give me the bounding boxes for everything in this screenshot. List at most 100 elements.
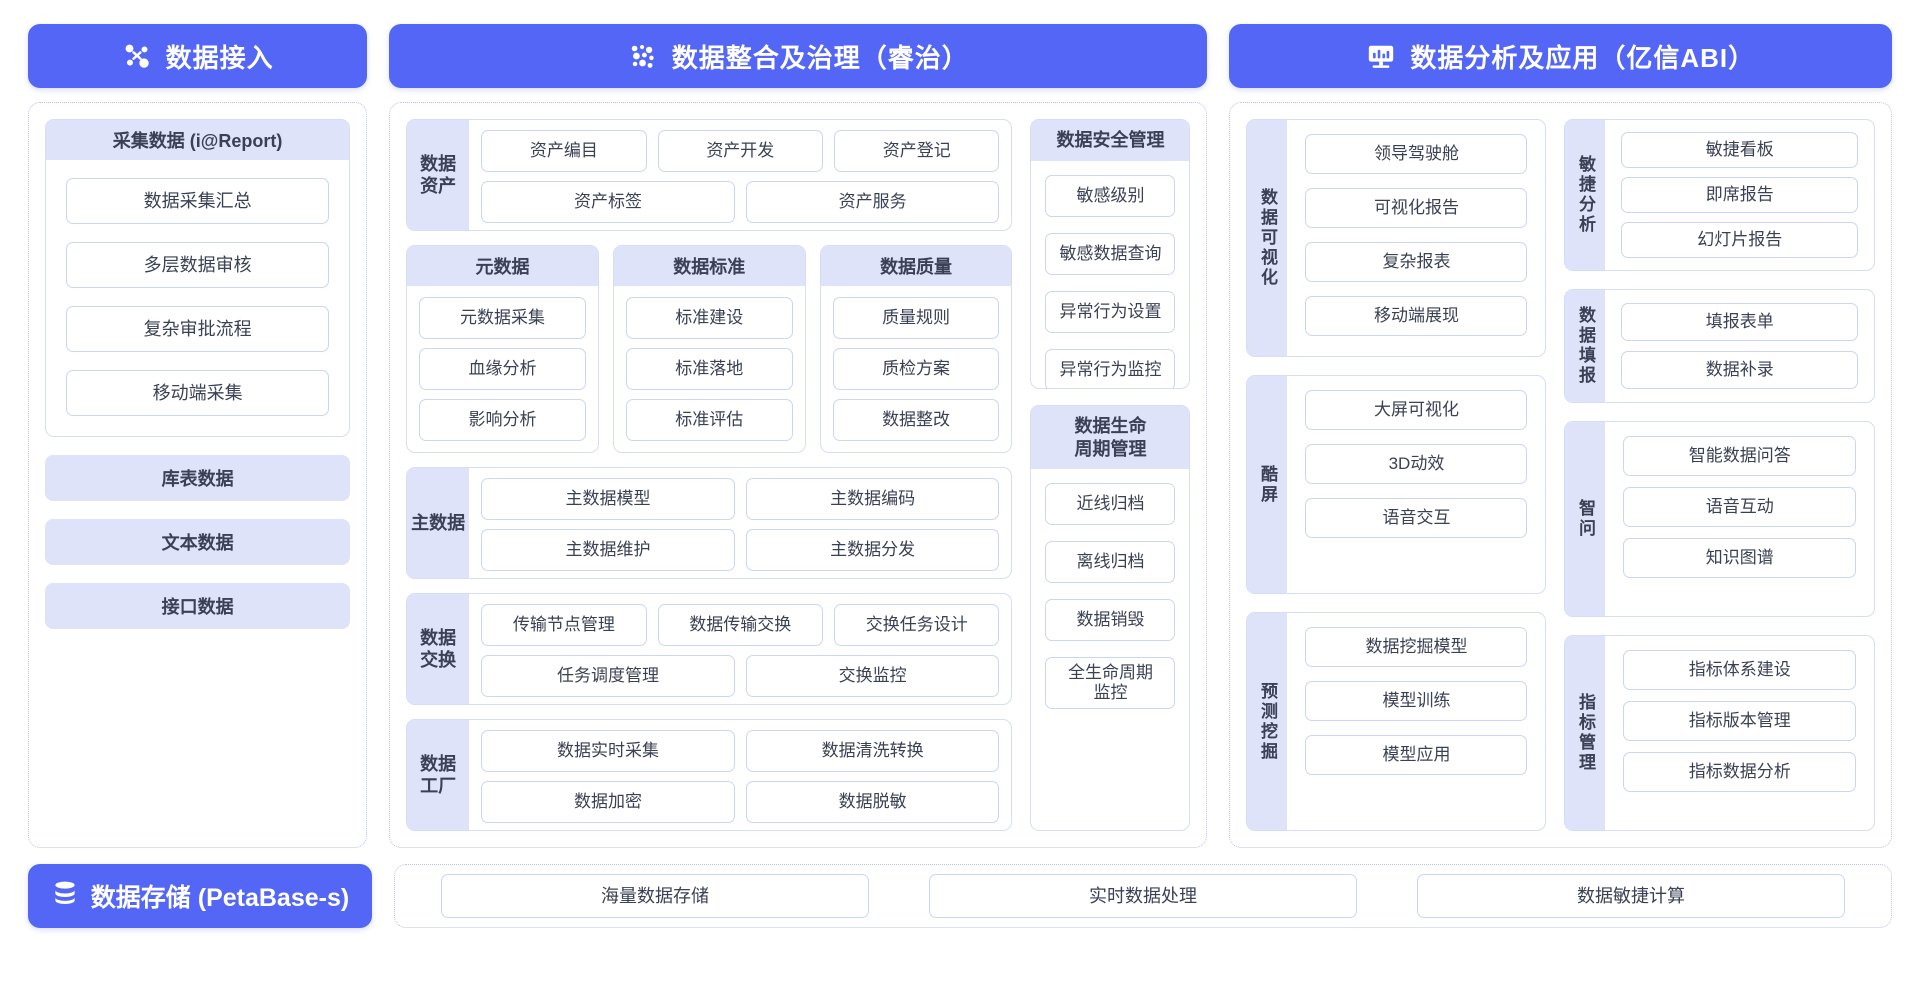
smart-qa-item[interactable]: 智能数据问答 [1623, 436, 1856, 476]
capture-item[interactable]: 复杂审批流程 [66, 306, 330, 352]
smart-qa-item[interactable]: 语音互动 [1623, 487, 1856, 527]
factory-item[interactable]: 数据实时采集 [481, 730, 735, 772]
lifecycle-item[interactable]: 数据销毁 [1045, 599, 1176, 641]
card-indicator-management: 指标管理 指标体系建设 指标版本管理 指标数据分析 [1564, 635, 1875, 831]
database-stack-icon [51, 879, 79, 914]
smart-qa-item[interactable]: 知识图谱 [1623, 538, 1856, 578]
card-data-security: 数据安全管理 敏感级别 敏感数据查询 异常行为设置 异常行为监控 [1030, 119, 1191, 389]
data-dots-icon [628, 41, 658, 71]
exchange-item[interactable]: 任务调度管理 [481, 655, 735, 697]
card-agile-analysis: 敏捷分析 敏捷看板 即席报告 幻灯片报告 [1564, 119, 1875, 271]
indicator-item[interactable]: 指标数据分析 [1623, 752, 1856, 792]
mining-item[interactable]: 数据挖掘模型 [1305, 627, 1528, 667]
ingest-band-table-data[interactable]: 库表数据 [45, 455, 351, 501]
mining-item[interactable]: 模型训练 [1305, 681, 1528, 721]
visualization-item[interactable]: 领导驾驶舱 [1305, 134, 1528, 174]
capture-data-card: 采集数据 (i@Report) 数据采集汇总 多层数据审核 复杂审批流程 移动端… [45, 119, 351, 437]
visualization-item[interactable]: 复杂报表 [1305, 242, 1528, 282]
cool-screen-item[interactable]: 语音交互 [1305, 498, 1528, 538]
standard-item[interactable]: 标准落地 [625, 348, 793, 390]
card-label: 指标管理 [1565, 636, 1606, 830]
column-data-ingest: 数据接入 采集数据 (i@Report) 数据采集汇总 多层数据审核 复杂审批流… [28, 24, 368, 848]
filling-item[interactable]: 数据补录 [1621, 351, 1858, 389]
asset-item[interactable]: 资产服务 [745, 181, 1000, 223]
card-metadata: 元数据 元数据采集 血缘分析 影响分析 [406, 245, 599, 453]
quality-item[interactable]: 质检方案 [832, 348, 1000, 390]
card-title: 数据质量 [820, 246, 1012, 286]
standard-item[interactable]: 标准评估 [625, 399, 793, 441]
storage-item[interactable]: 实时数据处理 [929, 874, 1357, 918]
master-item[interactable]: 主数据模型 [481, 478, 735, 520]
agile-item[interactable]: 敏捷看板 [1621, 132, 1858, 168]
visualization-item[interactable]: 可视化报告 [1305, 188, 1528, 228]
cool-screen-item[interactable]: 大屏可视化 [1305, 390, 1528, 430]
storage-item[interactable]: 数据敏捷计算 [1417, 874, 1845, 918]
card-data-visualization: 数据可视化 领导驾驶舱 可视化报告 复杂报表 移动端展现 [1246, 119, 1547, 357]
metadata-item[interactable]: 血缘分析 [419, 348, 586, 390]
factory-item[interactable]: 数据脱敏 [745, 781, 1000, 823]
cool-screen-item[interactable]: 3D动效 [1305, 444, 1528, 484]
master-item[interactable]: 主数据分发 [745, 529, 1000, 571]
agile-item[interactable]: 即席报告 [1621, 177, 1858, 213]
analysis-body: 数据可视化 领导驾驶舱 可视化报告 复杂报表 移动端展现 酷屏 大屏可 [1229, 102, 1892, 848]
factory-item[interactable]: 数据清洗转换 [745, 730, 1000, 772]
card-label: 预测挖掘 [1247, 613, 1288, 830]
storage-badge-title: 数据存储 (PetaBase-s) [90, 884, 350, 912]
asset-item[interactable]: 资产标签 [481, 181, 735, 223]
visualization-item[interactable]: 移动端展现 [1305, 296, 1528, 336]
asset-item[interactable]: 资产编目 [481, 130, 647, 172]
quality-item[interactable]: 数据整改 [832, 399, 1000, 441]
agile-item[interactable]: 幻灯片报告 [1621, 222, 1858, 258]
capture-item[interactable]: 多层数据审核 [66, 242, 330, 288]
column-header-data-governance[interactable]: 数据整合及治理（睿治） [389, 24, 1208, 88]
security-item[interactable]: 异常行为监控 [1045, 348, 1176, 388]
factory-item[interactable]: 数据加密 [481, 781, 735, 823]
indicator-item[interactable]: 指标版本管理 [1623, 701, 1856, 741]
master-item[interactable]: 主数据编码 [745, 478, 1000, 520]
storage-item[interactable]: 海量数据存储 [441, 874, 869, 918]
column-header-data-ingest[interactable]: 数据接入 [28, 24, 368, 88]
exchange-item[interactable]: 传输节点管理 [481, 604, 647, 646]
capture-item[interactable]: 数据采集汇总 [66, 178, 330, 224]
column-title: 数据分析及应用（亿信ABI） [1410, 42, 1756, 73]
indicator-item[interactable]: 指标体系建设 [1623, 650, 1856, 690]
exchange-item[interactable]: 交换任务设计 [834, 604, 1000, 646]
capture-item[interactable]: 移动端采集 [66, 370, 330, 416]
ingest-band-interface-data[interactable]: 接口数据 [45, 583, 351, 629]
lifecycle-item[interactable]: 离线归档 [1045, 541, 1176, 583]
exchange-item[interactable]: 数据传输交换 [657, 604, 824, 646]
column-title: 数据整合及治理（睿治） [671, 42, 969, 73]
storage-badge[interactable]: 数据存储 (PetaBase-s) [28, 864, 372, 928]
governance-trio-cards: 元数据 元数据采集 血缘分析 影响分析 数据标准 标准建设 [406, 245, 1013, 453]
asset-item[interactable]: 资产登记 [834, 130, 1000, 172]
asset-item[interactable]: 资产开发 [657, 130, 824, 172]
group-label-master-data: 主数据 [407, 468, 470, 578]
standard-item[interactable]: 标准建设 [625, 297, 793, 339]
storage-row: 数据存储 (PetaBase-s) 海量数据存储 实时数据处理 数据敏捷计算 [28, 864, 1892, 928]
metadata-item[interactable]: 元数据采集 [419, 297, 586, 339]
quality-item[interactable]: 质量规则 [832, 297, 1000, 339]
card-data-quality: 数据质量 质量规则 质检方案 数据整改 [819, 245, 1013, 453]
card-predictive-mining: 预测挖掘 数据挖掘模型 模型训练 模型应用 [1246, 612, 1547, 831]
card-data-filling: 数据填报 填报表单 数据补录 [1564, 289, 1875, 403]
security-item[interactable]: 异常行为设置 [1045, 290, 1176, 333]
master-item[interactable]: 主数据维护 [481, 529, 735, 571]
metadata-item[interactable]: 影响分析 [419, 399, 586, 441]
exchange-item[interactable]: 交换监控 [745, 655, 1000, 697]
security-item[interactable]: 敏感数据查询 [1045, 232, 1176, 275]
lifecycle-item[interactable]: 全生命周期 监控 [1045, 657, 1176, 709]
ingest-band-text-data[interactable]: 文本数据 [45, 519, 351, 565]
top-columns: 数据接入 采集数据 (i@Report) 数据采集汇总 多层数据审核 复杂审批流… [28, 24, 1892, 848]
column-title: 数据接入 [165, 42, 274, 73]
mining-item[interactable]: 模型应用 [1305, 735, 1528, 775]
card-label: 酷屏 [1247, 376, 1288, 593]
ingest-body: 采集数据 (i@Report) 数据采集汇总 多层数据审核 复杂审批流程 移动端… [28, 102, 368, 848]
column-header-data-analysis[interactable]: 数据分析及应用（亿信ABI） [1229, 24, 1892, 88]
analysis-right-cards: 敏捷分析 敏捷看板 即席报告 幻灯片报告 数据填报 填报表单 数据补录 [1564, 119, 1875, 831]
lifecycle-item[interactable]: 近线归档 [1045, 483, 1176, 525]
filling-item[interactable]: 填报表单 [1621, 303, 1858, 341]
security-item[interactable]: 敏感级别 [1045, 174, 1176, 217]
group-data-exchange: 数据 交换 传输节点管理 数据传输交换 交换任务设计 任务调度管理 交换监控 [406, 593, 1013, 705]
group-label-data-asset: 数据 资产 [407, 120, 470, 230]
